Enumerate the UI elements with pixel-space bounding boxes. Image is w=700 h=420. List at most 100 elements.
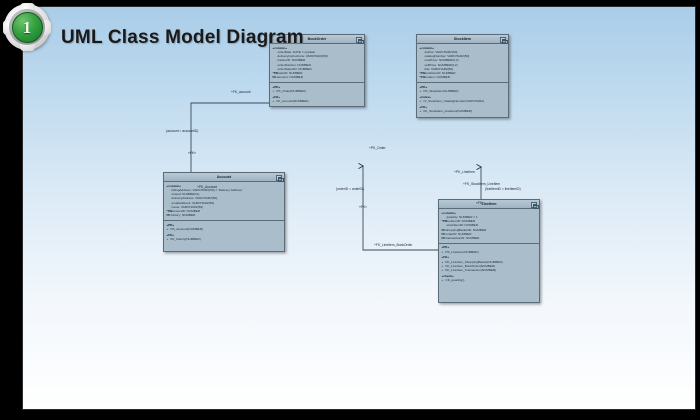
constraint-text: CK_quantity() xyxy=(445,278,465,283)
key-text: lineItem: NUMBER xyxy=(424,75,450,80)
page-title: UML Class Model Diagram xyxy=(61,27,304,48)
class-box-stockitem[interactable]: StockItem «column» Author: VARCHAR2(50) … xyxy=(416,34,509,119)
class-box-bookorder[interactable]: BookOrder «column» orderDate: DATE = sys… xyxy=(269,34,365,107)
class-section-columns: «column» orderDate: DATE = sysdate deliv… xyxy=(270,44,364,84)
constraint-text: FK_LineItem_ShoppingBasket(NUMBER) xyxy=(445,259,503,264)
class-constraint: +IX_StockItem_CatalogNumber(VARCHAR2) xyxy=(420,99,506,103)
constraint-text: FK_account(NUMBER) xyxy=(276,99,309,103)
key-tag: FK xyxy=(441,231,446,236)
key-tag: *PK xyxy=(272,71,279,76)
bullet: + xyxy=(272,99,275,103)
bullet: + xyxy=(166,237,169,241)
bullet: + xyxy=(441,264,444,268)
class-key-attribute: FKtransactionID: NUMBER xyxy=(442,236,537,240)
class-attribute: orderStatusID: NUMBER xyxy=(277,66,312,71)
connector-label-order-stereotype: «FK» xyxy=(359,205,367,209)
key-text: transactionID: NUMBER xyxy=(446,236,480,241)
class-attribute: deliveryInstructions: VARCHAR2(50) xyxy=(277,54,328,59)
class-attribute: trackerID: NUMBER xyxy=(277,58,306,63)
class-constraint: +FK_history(NUMBER) xyxy=(167,237,282,241)
class-attribute: billingAddress: VARCHAR2(50) = 'Delivery… xyxy=(171,187,243,192)
class-key-attribute: FKhistory: NUMBER xyxy=(167,213,282,217)
class-key-attribute: *PKorderID: NUMBER xyxy=(273,71,362,75)
bullet: + xyxy=(272,88,275,93)
class-attribute: quantity: NUMBER = 1 xyxy=(446,214,478,219)
section-stereotype: «PK» xyxy=(441,245,450,250)
class-box-lineitem[interactable]: LineItem «column» quantity: NUMBER = 1 *… xyxy=(438,199,540,303)
key-text: orderID: NUMBER xyxy=(277,71,303,76)
badge-disc: 1 xyxy=(11,11,43,43)
class-constraint: +FK_LineItem_ShoppingBasket(NUMBER) xyxy=(442,260,537,264)
section-stereotype: «column» xyxy=(166,183,181,188)
constraint-text: FK_LineItem_BookOrder(NUMBER) xyxy=(445,264,496,268)
slide-number-badge: 1 xyxy=(3,3,51,51)
class-attribute: stockItemID: NUMBER xyxy=(446,223,478,228)
bullet: + xyxy=(166,226,169,231)
class-attribute: costPrice: NUMBER(6,2) xyxy=(424,58,459,63)
bullet: + xyxy=(441,249,444,254)
class-attribute: sellPrice: NUMBER(6,2) xyxy=(424,62,458,67)
class-attribute: deliveryAddress: VARCHAR2(50) xyxy=(171,196,218,201)
constraint-text: PK_Order(NUMBER) xyxy=(276,88,306,93)
class-attribute: orderNumber: NUMBER xyxy=(277,62,311,67)
table-icon xyxy=(500,36,508,45)
class-constraint: +PK_Order(NUMBER) xyxy=(273,89,362,93)
class-attribute: emailAddress: VARCHAR2(50) xyxy=(171,200,215,205)
table-icon xyxy=(356,36,364,45)
key-tag: FK xyxy=(441,227,446,232)
connector-label-pk-account: +PK_Account xyxy=(197,185,218,189)
class-title-bookorder: BookOrder xyxy=(307,36,327,41)
section-stereotype: «FK» xyxy=(441,255,450,260)
badge-number: 1 xyxy=(22,17,32,37)
connector-label-order-expr: (orderID = orderID) xyxy=(336,187,364,191)
class-constraint: +FK_account(NUMBER) xyxy=(273,99,362,103)
connector-label-account-stereotype: «FK» xyxy=(188,151,196,155)
class-attribute: title: VARCHAR2(50) xyxy=(424,66,454,71)
section-stereotype: «check» xyxy=(441,274,454,279)
key-text: orderID: NUMBER xyxy=(446,231,472,236)
connector-label-fk-stockitem-lineitem: +FK_StockItem_LineItem xyxy=(463,182,501,186)
class-title-account: Account xyxy=(216,174,232,179)
key-tag: FK xyxy=(166,213,171,218)
section-stereotype: «index» xyxy=(419,94,432,99)
bullet: + xyxy=(441,278,444,283)
class-key-attribute: FKaccount: NUMBER xyxy=(273,75,362,79)
constraint-text: PK_StockItem(NUMBER) xyxy=(423,88,459,93)
section-stereotype: «column» xyxy=(272,45,287,50)
connector-lines xyxy=(189,102,483,251)
class-constraint: +CK_quantity() xyxy=(442,278,537,282)
class-key-attribute: *PKlineItemID: NUMBER xyxy=(442,219,537,223)
class-constraint: +PK_LineItem(NUMBER) xyxy=(442,250,537,254)
connector-label-pk-order: +PK_Order xyxy=(369,146,386,150)
key-text: stockItemID: NUMBER xyxy=(424,71,456,76)
constraint-text: FK_history(NUMBER) xyxy=(170,237,201,241)
bullet: + xyxy=(419,109,422,114)
class-attribute: catalogNumber: VARCHAR2(50) xyxy=(424,54,470,59)
connector-label-pk-lineitem: +PK_LineItem xyxy=(454,170,475,174)
class-title-lineitem: LineItem xyxy=(481,201,497,206)
key-text: lineItemID: NUMBER xyxy=(446,219,476,224)
class-header-account: Account xyxy=(164,173,284,183)
class-constraint: +PK_StockItem(NUMBER) xyxy=(420,89,506,93)
constraint-text: FK_LineItem_Transaction(NUMBER) xyxy=(445,268,497,273)
connector-label-fk-account: +FK_account xyxy=(231,90,251,94)
key-text: history: NUMBER xyxy=(171,213,196,218)
class-box-account[interactable]: Account «column» billingAddress: VARCHAR… xyxy=(163,172,285,253)
class-attribute: Author: VARCHAR2(50) xyxy=(424,49,458,54)
class-attribute: orderDate: DATE = sysdate xyxy=(277,49,316,54)
connector-label-account-expr: (account = accountID) xyxy=(166,129,199,133)
section-stereotype: «FK» xyxy=(419,104,428,109)
class-constraint: +FK_LineItem_Transaction(NUMBER) xyxy=(442,268,537,272)
class-header-lineitem: LineItem xyxy=(439,200,539,210)
key-tag: *FK xyxy=(419,75,425,80)
key-tag: FK xyxy=(441,236,446,241)
table-icon xyxy=(531,201,539,210)
bullet: + xyxy=(419,99,422,103)
section-stereotype: «FK» xyxy=(272,94,281,99)
key-tag: FK xyxy=(272,75,277,80)
bullet: + xyxy=(441,268,444,273)
class-constraint: +FK_LineItem_BookOrder(NUMBER) xyxy=(442,264,537,268)
class-key-attribute: FKshoppingBasketID: NUMBER xyxy=(442,228,537,232)
constraint-text: PK_Account(NUMBER) xyxy=(170,226,204,231)
bullet: + xyxy=(441,259,444,264)
